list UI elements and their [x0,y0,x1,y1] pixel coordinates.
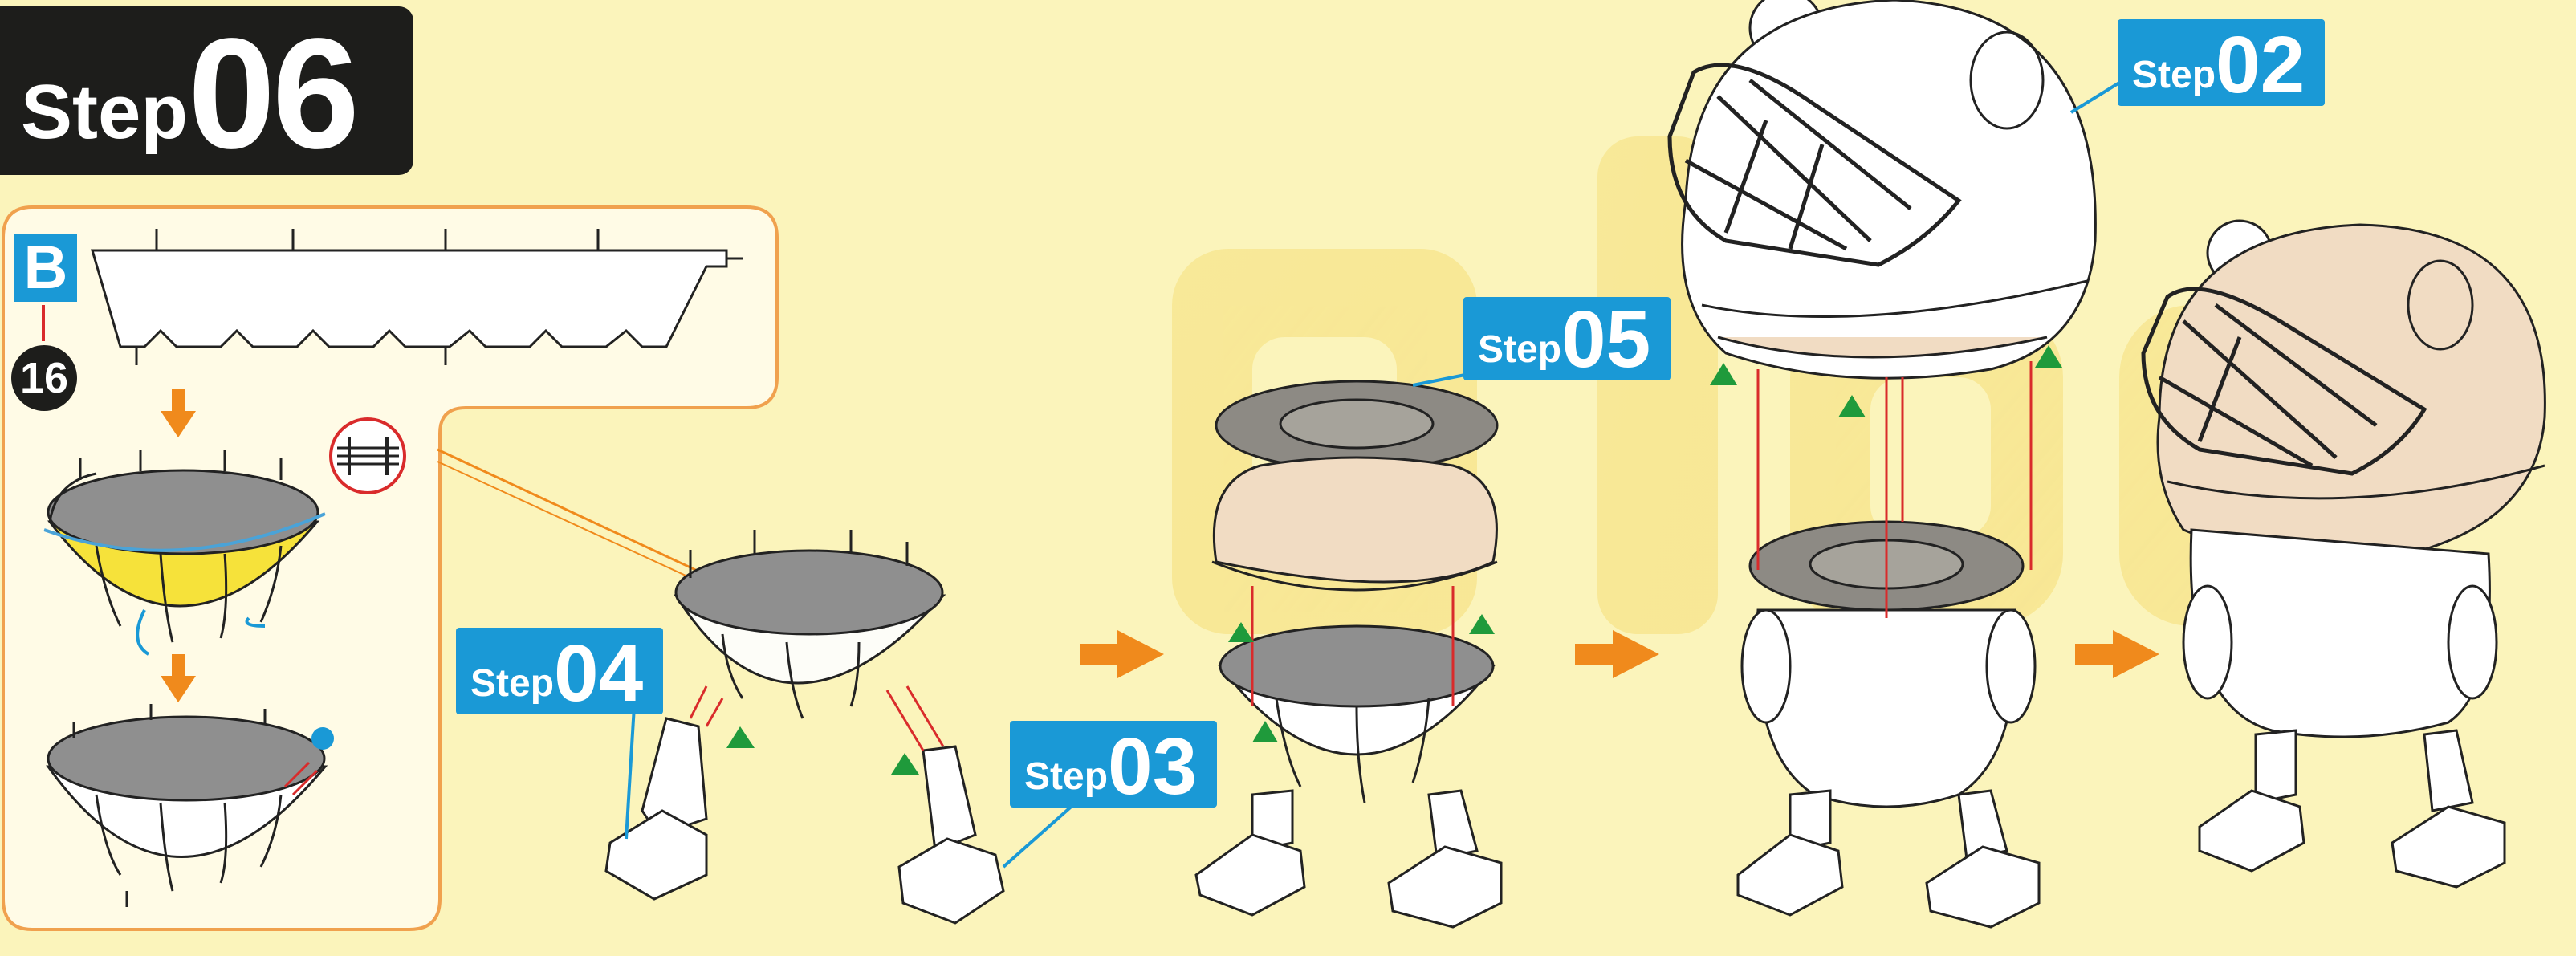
final-figure [2158,221,2545,887]
process-arrow-1 [1080,630,1164,678]
body-bowl [676,530,943,718]
guide-lines-04 [690,686,943,751]
callout-step04: Step 04 [456,628,663,714]
callout-step02-word: Step [2132,56,2216,95]
step-title-badge: Step 06 [0,6,413,175]
leg-left [606,718,706,899]
callout-step05-word: Step [1478,331,1561,369]
callout-step05-number: 05 [1561,307,1650,372]
callout-step03-number: 03 [1108,734,1197,799]
inset-pointer [437,450,739,590]
callout-step03-word: Step [1024,758,1108,796]
callout-step02-number: 02 [2216,32,2305,98]
torso-05 [1212,458,1497,590]
step-title-number: 06 [188,31,356,157]
callout-step05: Step 05 [1463,297,1671,380]
callout-step03: Step 03 [1010,721,1217,808]
part-letter: B [14,234,77,302]
callout-step04-word: Step [470,665,554,703]
body-02 [1738,610,2039,927]
legs-05 [1196,791,1501,927]
callout-step02: Step 02 [2118,19,2325,106]
part-strip [92,229,743,365]
process-arrow-2 [1575,630,1659,678]
triangles-04 [726,726,919,775]
part-number: 16 [11,345,77,411]
fold-symbol [331,419,405,493]
step-title-word: Step [21,74,188,151]
callout-step04-number: 04 [554,641,643,706]
process-arrow-3 [2075,630,2159,678]
